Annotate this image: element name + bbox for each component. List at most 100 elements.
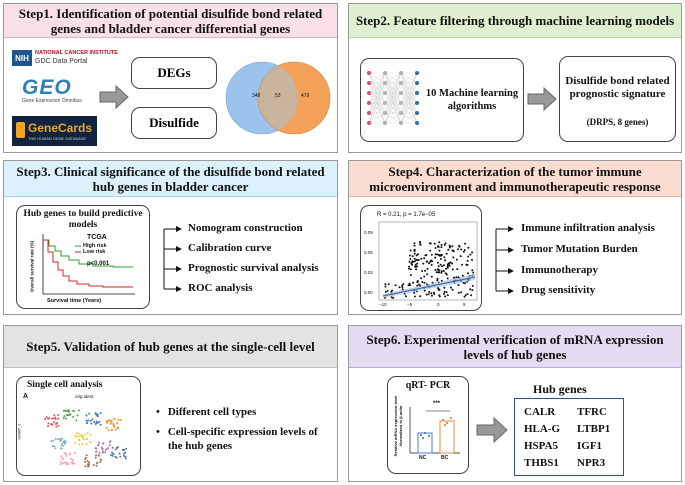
geo-sublabel: Gene Expression Omnibus	[22, 98, 82, 104]
umap-point	[65, 454, 68, 457]
umap-point	[63, 409, 66, 412]
bullet-dot: •	[156, 426, 160, 438]
scatter-point	[409, 268, 412, 271]
scatter-point	[411, 260, 414, 263]
scatter-point	[458, 245, 461, 248]
umap-point	[65, 463, 68, 466]
scatter-ytick-1: 0.06	[364, 250, 373, 255]
step3-item-nomogram: Nomogram construction	[188, 222, 303, 234]
step6-panel: Step6. Experimental verification of mRNA…	[348, 325, 682, 482]
scatter-point	[419, 295, 422, 298]
scatter-point	[429, 249, 432, 252]
scatter-point	[407, 284, 410, 287]
umap-point	[119, 455, 122, 458]
degs-box: DEGs	[131, 57, 217, 89]
umap-point	[81, 434, 84, 437]
scatter-annotation: R = 0.21, p = 1.7e−05	[377, 212, 436, 218]
umap-point	[84, 438, 87, 441]
step5-item-cell-types: • Different cell types	[156, 406, 256, 418]
scatter-point	[469, 288, 472, 291]
umap-point	[102, 442, 105, 445]
scatter-point	[467, 246, 470, 249]
umap-point	[86, 432, 89, 435]
scatter-point	[467, 272, 469, 275]
scatter-point	[408, 265, 410, 268]
umap-point	[60, 461, 63, 463]
umap-point	[113, 425, 116, 428]
scatter-point	[408, 254, 411, 257]
signature-sublabel: (DRPS, 8 genes)	[586, 117, 649, 127]
scatter-point	[464, 242, 467, 245]
umap-point	[113, 418, 116, 420]
umap-point	[86, 437, 89, 440]
umap-point	[110, 421, 113, 424]
scatter-ytick-0: 0.09	[364, 230, 373, 235]
umap-point	[60, 439, 62, 442]
umap-point	[51, 417, 53, 420]
scatter-point	[427, 293, 430, 296]
umap-point	[60, 455, 63, 458]
ml-label: 10 Machine learning algorithms	[425, 88, 519, 112]
umap-point	[111, 451, 114, 454]
scatter-point	[448, 244, 451, 247]
gene-tfrc: TFRC	[577, 406, 607, 418]
umap-point	[44, 417, 47, 420]
scatter-point	[391, 289, 394, 292]
scatter-point	[444, 295, 446, 298]
step4-panel: Step4. Characterization of the tumor imm…	[348, 160, 682, 315]
scatter-point	[415, 254, 418, 257]
km-legend-low: Low risk	[83, 249, 106, 255]
km-pvalue: p<0.001	[87, 261, 110, 267]
scatter-point	[436, 277, 439, 280]
umap-point	[123, 448, 126, 451]
umap-point	[86, 460, 89, 463]
umap-point	[57, 414, 60, 416]
scatter-point	[423, 275, 426, 278]
scatter-point	[438, 295, 441, 298]
umap-point	[119, 419, 122, 421]
scatter-point	[430, 263, 433, 266]
umap-point	[86, 421, 89, 424]
nn-node	[367, 81, 371, 85]
umap-point	[63, 441, 66, 444]
scatter-point	[416, 262, 419, 265]
nn-node	[383, 91, 387, 95]
umap-point	[62, 417, 65, 420]
umap-point	[65, 417, 68, 420]
umap-point	[72, 415, 75, 418]
step6-arrow	[476, 416, 508, 444]
sc-axis-label: UMAP_2	[16, 423, 22, 440]
scatter-point	[467, 255, 470, 258]
scatter-point	[441, 265, 444, 268]
nn-node	[415, 91, 419, 95]
umap-point	[85, 419, 88, 422]
umap-point	[85, 454, 88, 457]
umap-point	[78, 432, 81, 435]
scatter-point	[409, 258, 412, 260]
scatter-point	[408, 267, 410, 270]
step4-bracket	[495, 226, 514, 294]
nn-node	[367, 71, 371, 75]
umap-point	[88, 461, 90, 464]
umap-point	[68, 414, 71, 416]
step3-item-calibration: Calibration curve	[188, 242, 272, 254]
scatter-point	[434, 256, 437, 259]
umap-point	[101, 447, 104, 450]
scatter-point	[452, 256, 455, 259]
geo-logo: GEO Gene Expression Omnibus	[22, 77, 102, 106]
gene-ltbp1: LTBP1	[577, 423, 611, 435]
qpcr-bar-plot	[409, 407, 460, 454]
nn-node	[399, 91, 403, 95]
scatter-point	[469, 253, 472, 256]
step2-title: Step2. Feature filtering through machine…	[349, 4, 681, 38]
umap-point	[104, 448, 107, 451]
step1-panel: Step1. Identification of potential disul…	[3, 3, 338, 153]
scatter-point	[404, 295, 407, 298]
sc-panel-label: A	[23, 393, 29, 400]
nn-node	[383, 111, 387, 115]
umap-point	[81, 443, 84, 446]
scatter-point	[428, 290, 431, 293]
umap-point	[95, 420, 98, 423]
genecards-icon	[16, 122, 25, 138]
scatter-point	[443, 286, 446, 289]
